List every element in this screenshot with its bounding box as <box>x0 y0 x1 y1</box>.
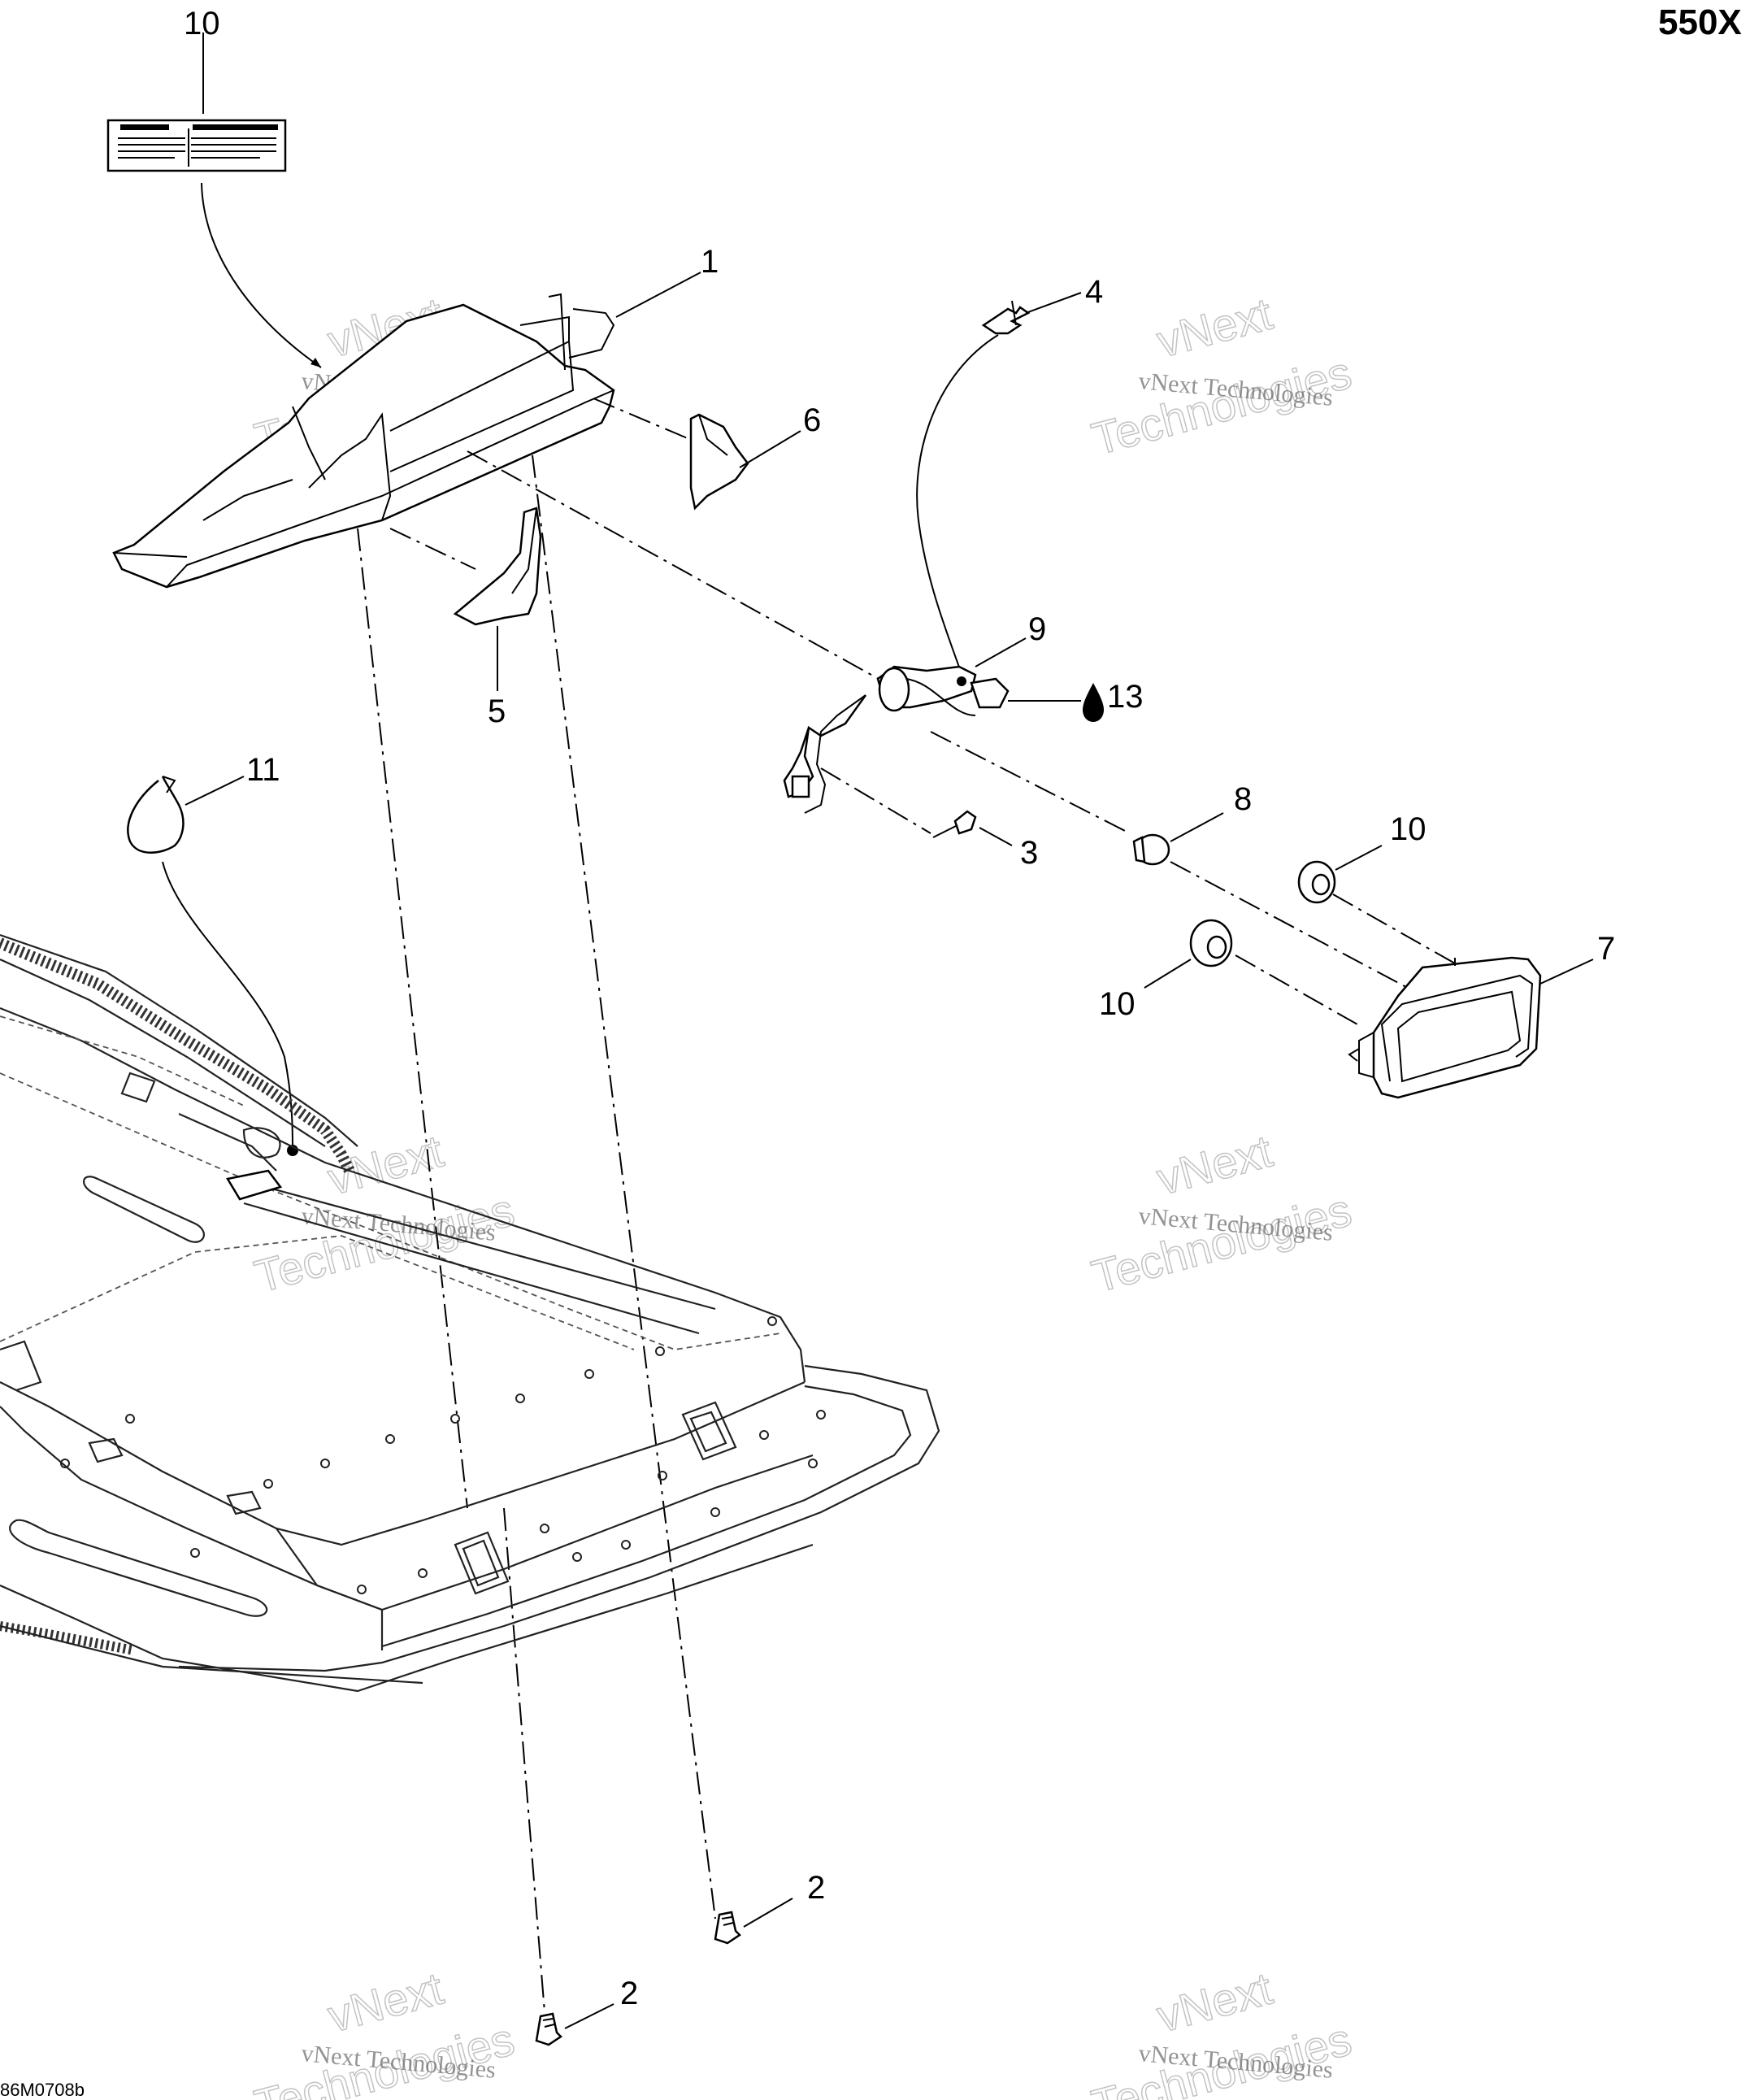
watermark-big: vNext <box>1152 1125 1278 1205</box>
assembly-line <box>1170 861 1431 1001</box>
callout-11: 11 <box>246 752 280 788</box>
leader-line <box>1025 292 1082 314</box>
tail-light-part <box>1348 956 1542 1099</box>
screw-part <box>932 810 977 838</box>
grommet-part <box>1189 919 1233 967</box>
callout-13: 13 <box>1107 679 1144 715</box>
leader-line <box>1335 845 1383 871</box>
leader-line <box>185 776 245 806</box>
leader-line <box>975 637 1027 667</box>
side-panel-part <box>453 507 542 626</box>
leader-line <box>739 430 801 468</box>
callout-12: 10 <box>184 6 220 41</box>
assembly-line <box>593 398 690 440</box>
rear-bumper-part <box>112 293 615 589</box>
assembly-line <box>1235 954 1358 1025</box>
wire-line <box>916 334 999 680</box>
assembly-line <box>389 528 476 570</box>
assembly-line <box>820 767 931 834</box>
warning-label-part <box>106 119 287 172</box>
callout-9: 9 <box>1028 611 1046 647</box>
drop-icon <box>1083 683 1104 722</box>
assembly-line <box>930 731 1131 834</box>
callout-10: 10 <box>1390 811 1426 847</box>
callout-7: 7 <box>1597 931 1615 967</box>
leader-line <box>1170 812 1224 842</box>
callout-5: 5 <box>488 693 506 729</box>
drawing-code: 86M0708b <box>0 2080 85 2100</box>
clip-part <box>981 300 1031 335</box>
cable-tie-part <box>127 776 185 854</box>
leader-line <box>201 182 322 368</box>
grommet-part <box>1297 860 1336 904</box>
callout-6: 6 <box>803 402 821 438</box>
leader-line <box>743 1898 793 1928</box>
bolt-part <box>535 2012 562 2046</box>
leader-line <box>979 827 1013 846</box>
assembly-line <box>1332 893 1456 964</box>
callout-4: 4 <box>1085 274 1103 310</box>
leader-line <box>564 2003 614 2029</box>
assembly-line <box>503 1507 545 2013</box>
side-panel-part <box>689 413 749 511</box>
watermark-big: vNext <box>1152 1963 1278 2042</box>
assembly-line <box>532 454 716 1920</box>
assembly-line <box>357 528 468 1509</box>
bulb-part <box>1132 833 1170 866</box>
watermark-big: vNext <box>323 1963 449 2042</box>
leader-line <box>1144 959 1192 989</box>
leader-line <box>1539 959 1594 985</box>
model-label: 550X <box>1658 2 1742 42</box>
callout-2: 2 <box>620 1976 638 2011</box>
callout-1: 1 <box>701 244 719 280</box>
callout-3: 3 <box>1020 835 1038 871</box>
chassis-frame <box>0 933 940 1693</box>
callout-10: 10 <box>1099 986 1136 1022</box>
watermark-big: vNext <box>1152 288 1278 367</box>
leader-line <box>615 272 701 318</box>
wiring-harness-part <box>783 665 1010 814</box>
callout-8: 8 <box>1234 781 1252 817</box>
leader-line <box>162 861 293 1151</box>
callout-2: 2 <box>807 1870 825 1906</box>
watermark-group: vNext Technologies vNext Technologies vN… <box>249 287 1357 2100</box>
bolt-part <box>714 1911 741 1945</box>
